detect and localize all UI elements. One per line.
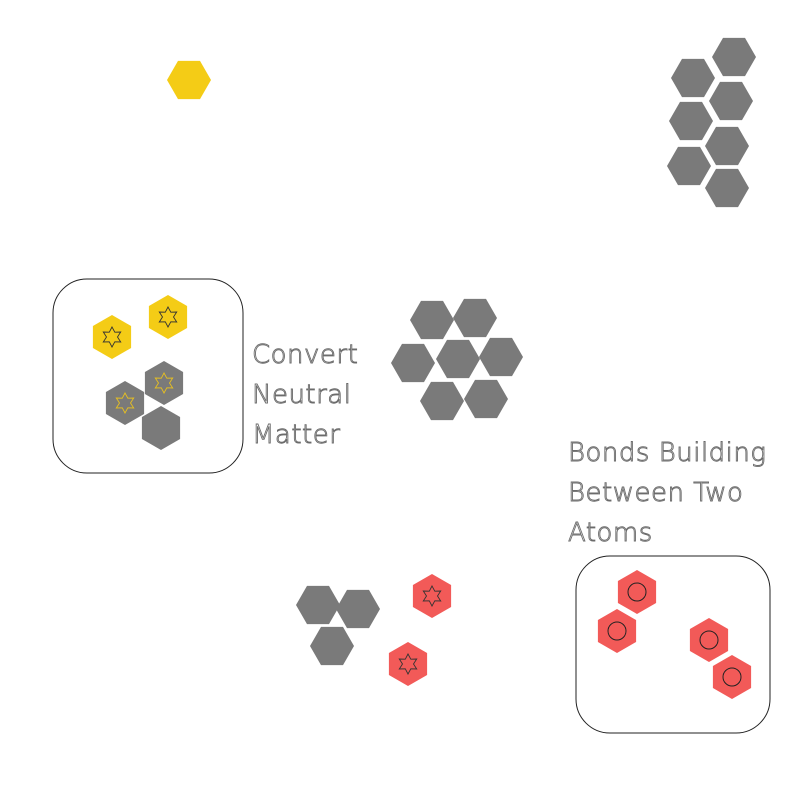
hex-layer [92,37,756,699]
neutral-tile[interactable] [671,58,715,98]
bonds-panel [575,555,771,734]
neutral-tile[interactable] [709,81,753,121]
convert-label-line-2: Neutral [252,380,351,410]
neutral-tile[interactable] [310,626,354,666]
neutral-tile[interactable] [453,298,497,338]
neutral-tile[interactable] [705,168,749,208]
neutral-tile[interactable] [420,381,464,421]
neutral-tile[interactable] [391,343,435,383]
neutral-tile[interactable] [479,337,523,377]
star-icon [115,392,135,414]
neutral-tile[interactable] [410,300,454,340]
convert-label-line-3: Matter [252,420,340,450]
neutral-tile[interactable] [667,146,711,186]
red-atom-tile[interactable] [388,642,428,686]
symbol-layer [102,306,742,687]
red-atom-tile[interactable] [617,570,657,614]
neutral-tile[interactable] [296,585,340,625]
neutral-tile[interactable] [144,361,184,405]
red-atom-tile[interactable] [412,574,452,618]
neutral-tile[interactable] [105,381,145,425]
star-icon [154,372,174,394]
neutral-tile[interactable] [712,37,756,77]
star-icon [398,653,418,675]
yellow-atom-tile[interactable] [92,315,132,359]
red-atom-tile[interactable] [712,655,752,699]
bonds-label-line-2: Between Two [568,478,743,508]
star-icon [158,306,178,328]
red-atom-tile[interactable] [689,618,729,662]
ring-icon [722,667,742,687]
star-icon [102,326,122,348]
neutral-tile[interactable] [669,101,713,141]
neutral-tile[interactable] [705,126,749,166]
neutral-tile[interactable] [336,589,380,629]
neutral-tile[interactable] [436,339,480,379]
star-icon [422,585,442,607]
yellow-atom-tile[interactable] [167,60,211,100]
ring-icon [607,621,627,641]
ring-icon [627,582,647,602]
bonds-label-line-1: Bonds Building [568,438,766,468]
convert-label-line-1: Convert [252,340,358,370]
ring-icon [699,630,719,650]
bonds-label-line-3: Atoms [568,518,653,548]
convert-panel [52,278,244,474]
yellow-atom-tile[interactable] [148,295,188,339]
neutral-tile[interactable] [464,379,508,419]
red-atom-tile[interactable] [597,609,637,653]
neutral-tile[interactable] [141,406,181,450]
